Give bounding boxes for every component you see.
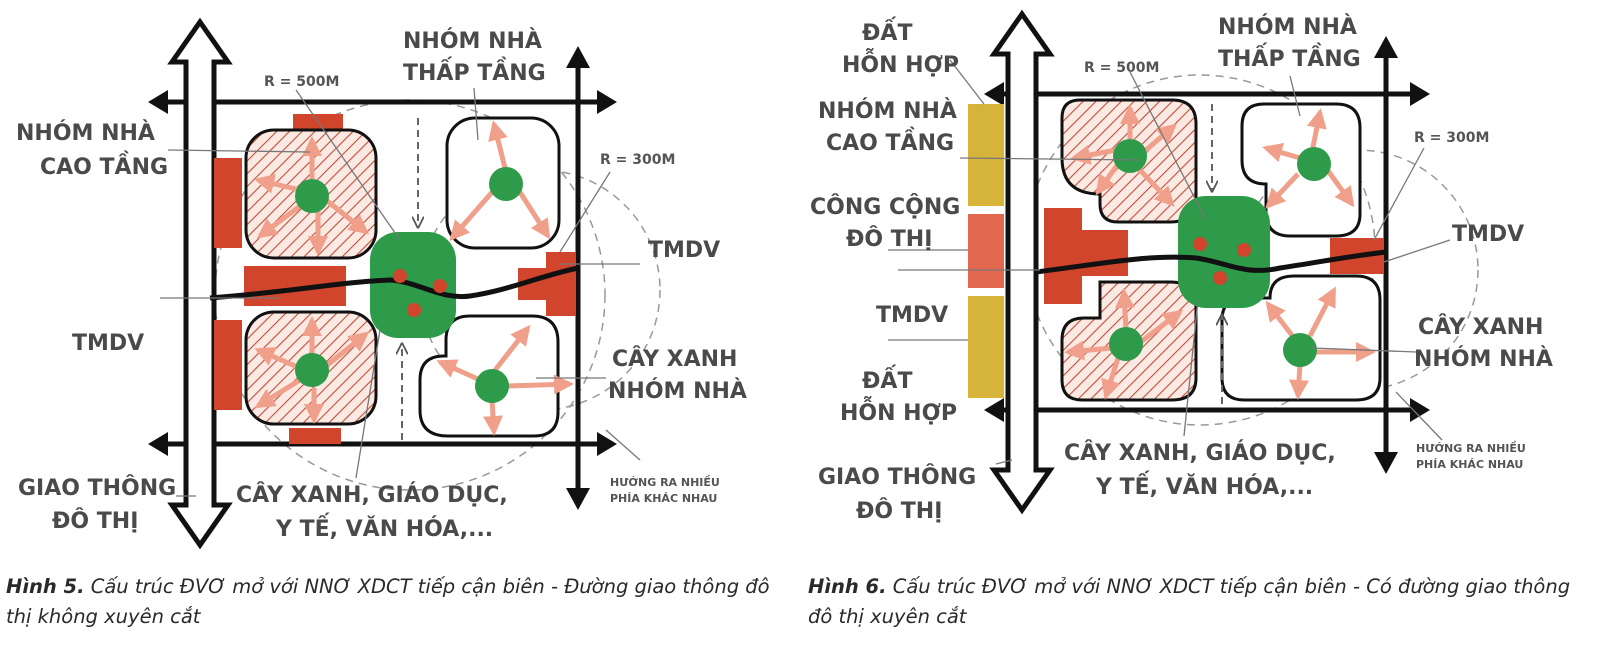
label-high-rise: CAO TẦNG <box>40 151 168 180</box>
label-urban-traffic: ĐÔ THỊ <box>52 508 138 534</box>
tmdv-block <box>214 158 242 248</box>
label-r300: R = 300M <box>1414 130 1489 146</box>
label-low-rise: NHÓM NHÀ <box>1218 14 1357 40</box>
caption-figure-5-text: Cấu trúc ĐVƠ mở với NNƠ XDCT tiếp cận bi… <box>6 575 770 628</box>
mixed-use-block <box>968 296 1004 398</box>
road-wave <box>209 265 579 301</box>
label-directions: HƯỚNG RA NHIỀU <box>610 475 720 489</box>
label-high-rise: CAO TẦNG <box>826 127 954 156</box>
tmdv-block <box>1044 208 1128 304</box>
label-mixed-use-top: ĐẤT <box>862 17 912 46</box>
label-green-cluster: CÂY XANH <box>612 346 737 372</box>
tmdv-block <box>518 252 576 316</box>
label-green-education: CÂY XANH, GIÁO DỤC, <box>1064 440 1336 466</box>
urban-traffic-arrow <box>989 9 1055 515</box>
label-green-cluster: NHÓM NHÀ <box>608 378 747 404</box>
label-urban-traffic: GIAO THÔNG <box>818 464 976 490</box>
label-green-education: Y TẾ, VĂN HÓA,... <box>1095 471 1313 500</box>
label-mixed-use-bottom: ĐẤT <box>862 365 912 394</box>
label-low-rise: THẤP TẦNG <box>403 57 546 86</box>
label-public: CÔNG CỘNG <box>810 193 960 220</box>
label-directions: PHÍA KHÁC NHAU <box>1416 458 1523 471</box>
label-tmdv-left: TMDV <box>72 331 144 356</box>
urban-traffic-arrow <box>167 17 233 550</box>
label-low-rise: NHÓM NHÀ <box>403 28 542 54</box>
label-low-rise: THẤP TẦNG <box>1218 43 1361 72</box>
tmdv-block <box>289 428 341 444</box>
road-wave <box>1035 249 1387 275</box>
label-tmdv-right: TMDV <box>648 238 720 263</box>
label-tmdv-left: TMDV <box>876 303 948 328</box>
label-green-education: CÂY XANH, GIÁO DỤC, <box>236 482 508 508</box>
caption-figure-6-label: Hình 6. <box>808 575 887 598</box>
figure-5: NHÓM NHÀ THẤP TẦNG NHÓM NHÀ CAO TẦNG TMD… <box>16 17 747 550</box>
caption-figure-6: Hình 6. Cấu trúc ĐVƠ mở với NNƠ XDCT tiế… <box>808 572 1594 632</box>
label-high-rise: NHÓM NHÀ <box>16 120 155 146</box>
label-mixed-use-bottom: HỖN HỢP <box>840 397 957 426</box>
label-public: ĐÔ THỊ <box>846 226 932 252</box>
caption-figure-5: Hình 5. Cấu trúc ĐVƠ mở với NNƠ XDCT tiế… <box>6 572 786 632</box>
label-mixed-use-top: HỖN HỢP <box>842 49 959 78</box>
label-green-education: Y TẾ, VĂN HÓA,... <box>275 513 493 542</box>
central-green <box>1178 196 1270 308</box>
public-block <box>968 214 1004 288</box>
caption-figure-5-label: Hình 5. <box>6 575 85 598</box>
label-directions: PHÍA KHÁC NHAU <box>610 492 717 505</box>
label-urban-traffic: GIAO THÔNG <box>18 475 176 501</box>
radius-500-circle <box>214 99 606 491</box>
label-r500: R = 500M <box>1084 60 1159 76</box>
label-green-cluster: NHÓM NHÀ <box>1414 346 1553 372</box>
label-urban-traffic: ĐÔ THỊ <box>856 498 942 524</box>
label-r300: R = 300M <box>600 152 675 168</box>
label-tmdv-right: TMDV <box>1452 222 1524 247</box>
label-high-rise: NHÓM NHÀ <box>818 98 957 124</box>
label-directions: HƯỚNG RA NHIỀU <box>1416 441 1526 455</box>
tmdv-block <box>214 320 242 410</box>
label-r500: R = 500M <box>264 74 339 90</box>
mixed-use-block <box>968 104 1004 206</box>
figure-6: ĐẤT HỖN HỢP NHÓM NHÀ THẤP TẦNG NHÓM NHÀ … <box>810 9 1553 524</box>
caption-figure-6-text: Cấu trúc ĐVƠ mở với NNƠ XDCT tiếp cận bi… <box>808 575 1571 628</box>
label-green-cluster: CÂY XANH <box>1418 314 1543 340</box>
